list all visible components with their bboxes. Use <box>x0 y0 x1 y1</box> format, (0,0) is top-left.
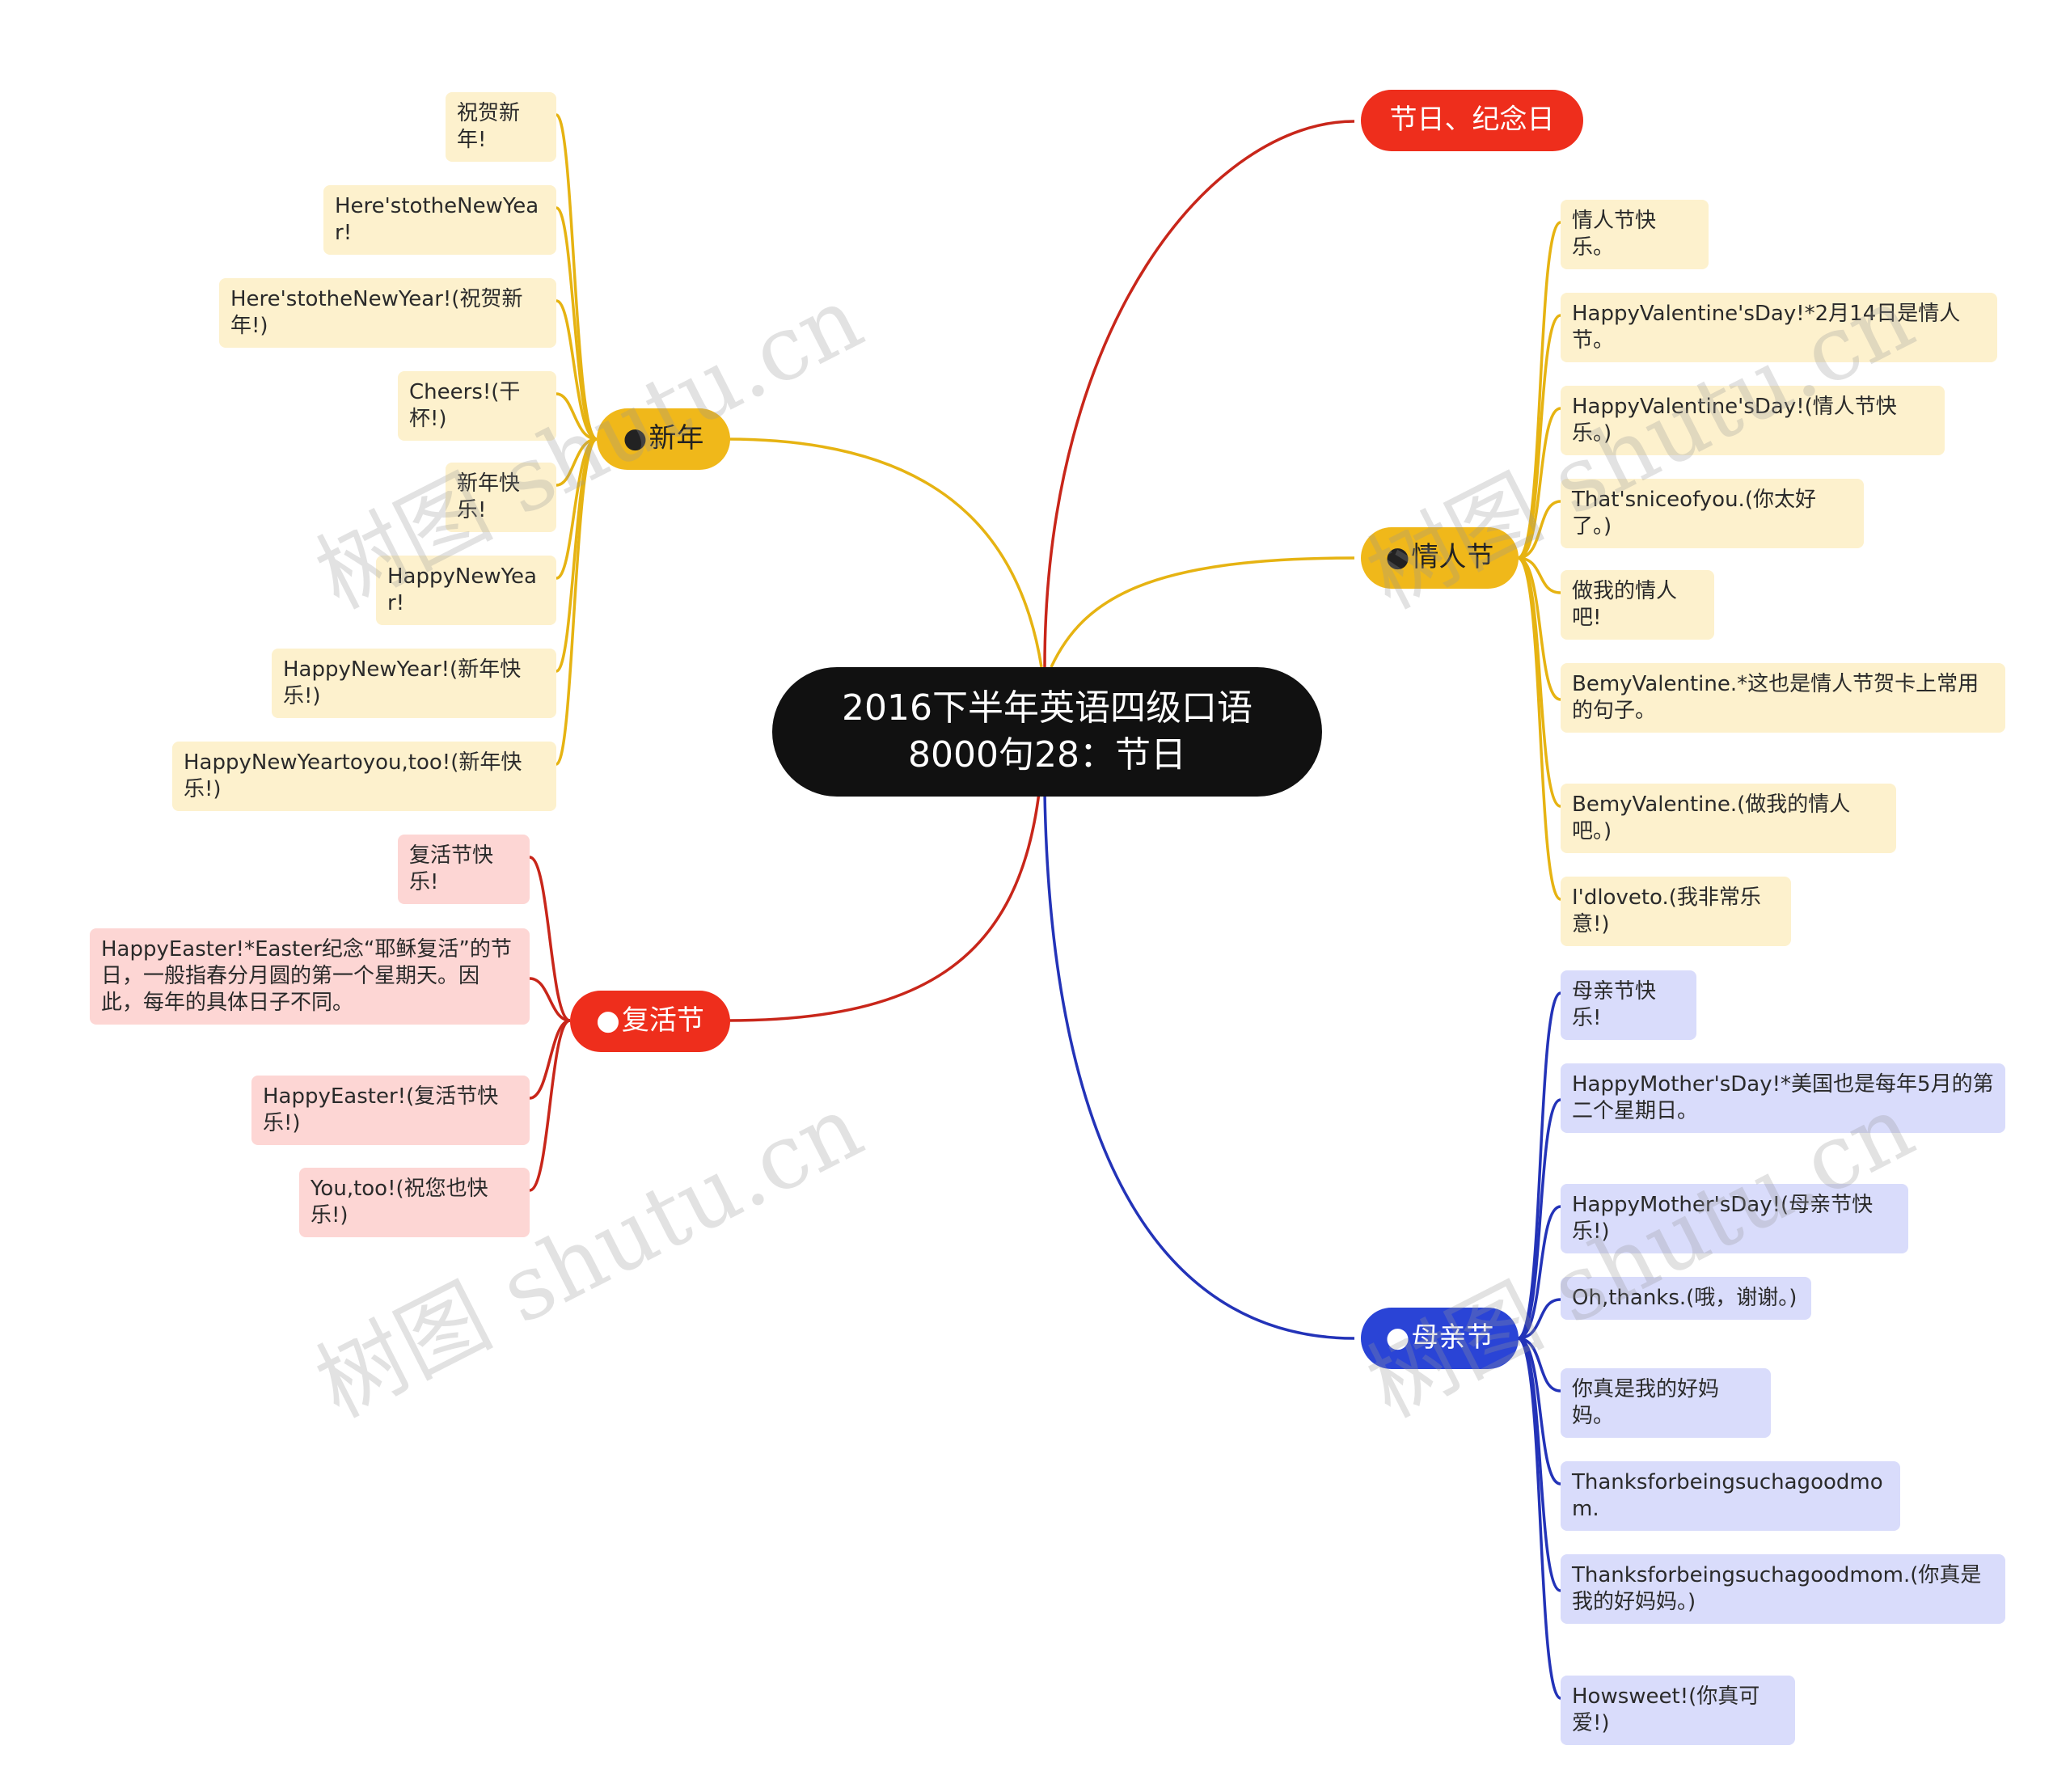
leaf-xinnian-1[interactable]: Here'stotheNewYear! <box>323 185 556 255</box>
central-topic-line2: 8000句28：节日 <box>908 734 1186 776</box>
leaf-muqinjie-2[interactable]: HappyMother'sDay!(母亲节快乐!) <box>1561 1184 1908 1253</box>
link-xinnian-7 <box>555 437 598 766</box>
leaf-fuhuojie-0[interactable]: 复活节快乐! <box>398 835 530 904</box>
link-muqinjie-4 <box>1517 1337 1561 1393</box>
branch-jieri[interactable]: 节日、纪念日 <box>1361 90 1583 151</box>
link-muqinjie-5 <box>1517 1337 1561 1486</box>
link-center-jieri <box>1043 120 1355 668</box>
link-qingrenjie-3 <box>1517 500 1561 560</box>
link-xinnian-5 <box>556 437 598 580</box>
leaf-qingrenjie-7[interactable]: I'dloveto.(我非常乐意!) <box>1561 877 1791 946</box>
leaf-qingrenjie-0[interactable]: 情人节快乐。 <box>1561 200 1709 269</box>
link-xinnian-3 <box>556 392 598 441</box>
leaf-qingrenjie-4[interactable]: 做我的情人吧! <box>1561 570 1714 640</box>
branch-fuhuojie-label: 复活节 <box>621 1004 704 1037</box>
link-muqinjie-7 <box>1517 1337 1561 1700</box>
leaf-xinnian-2[interactable]: Here'stotheNewYear!(祝贺新年!) <box>219 278 556 348</box>
leaf-xinnian-5[interactable]: HappyNewYear! <box>376 556 556 625</box>
link-fuhuojie-1 <box>529 977 571 1022</box>
branch-xinnian-label: 新年 <box>648 422 704 454</box>
leaf-xinnian-7[interactable]: HappyNewYeartoyou,too!(新年快乐!) <box>172 742 556 811</box>
leaf-muqinjie-0[interactable]: 母亲节快乐! <box>1561 970 1696 1040</box>
link-qingrenjie-4 <box>1517 556 1561 594</box>
link-center-muqinjie <box>1043 792 1355 1340</box>
branch-fuhuojie[interactable]: ●复活节 <box>570 991 730 1052</box>
link-qingrenjie-6 <box>1517 556 1561 808</box>
branch-qingrenjie-label: 情人节 <box>1411 541 1494 573</box>
leaf-xinnian-4[interactable]: 新年快乐! <box>446 463 556 532</box>
link-qingrenjie-5 <box>1517 556 1561 701</box>
leaf-qingrenjie-1[interactable]: HappyValentine'sDay!*2月14日是情人节。 <box>1561 293 1997 362</box>
link-qingrenjie-0 <box>1517 221 1561 560</box>
link-center-fuhuojie <box>727 792 1041 1022</box>
leaf-muqinjie-4[interactable]: 你真是我的好妈妈。 <box>1561 1368 1771 1438</box>
link-muqinjie-1 <box>1517 1098 1561 1340</box>
bullet-icon: ● <box>623 422 648 454</box>
leaf-muqinjie-3[interactable]: Oh,thanks.(哦，谢谢。) <box>1561 1277 1811 1320</box>
branch-qingrenjie[interactable]: ●情人节 <box>1361 527 1519 589</box>
leaf-muqinjie-7[interactable]: Howsweet!(你真可爱!) <box>1561 1676 1795 1745</box>
leaf-qingrenjie-5[interactable]: BemyValentine.*这也是情人节贺卡上常用的句子。 <box>1561 663 2005 733</box>
link-fuhuojie-2 <box>529 1019 571 1100</box>
leaf-xinnian-3[interactable]: Cheers!(干杯!) <box>398 371 556 441</box>
leaf-qingrenjie-3[interactable]: That'sniceofyou.(你太好了。) <box>1561 479 1864 548</box>
link-muqinjie-2 <box>1517 1205 1561 1340</box>
link-muqinjie-0 <box>1517 991 1561 1340</box>
leaf-muqinjie-1[interactable]: HappyMother'sDay!*美国也是每年5月的第二个星期日。 <box>1561 1063 2005 1133</box>
leaf-fuhuojie-1[interactable]: HappyEaster!*Easter纪念“耶稣复活”的节日，一般指春分月圆的第… <box>90 928 530 1025</box>
branch-xinnian[interactable]: ●新年 <box>597 408 730 470</box>
leaf-muqinjie-6[interactable]: Thanksforbeingsuchagoodmom.(你真是我的好妈妈。) <box>1561 1554 2005 1624</box>
central-topic[interactable]: 2016下半年英语四级口语 8000句28：节日 <box>772 667 1322 797</box>
branch-muqinjie[interactable]: ●母亲节 <box>1361 1308 1519 1369</box>
link-center-qingrenjie <box>1050 556 1355 668</box>
link-xinnian-2 <box>556 299 598 441</box>
link-qingrenjie-2 <box>1517 407 1561 560</box>
link-center-xinnian <box>727 437 1043 668</box>
leaf-xinnian-0[interactable]: 祝贺新年! <box>446 92 556 162</box>
leaf-muqinjie-5[interactable]: Thanksforbeingsuchagoodmom. <box>1561 1461 1900 1531</box>
link-fuhuojie-0 <box>529 856 571 1022</box>
leaf-xinnian-6[interactable]: HappyNewYear!(新年快乐!) <box>272 649 556 718</box>
link-fuhuojie-3 <box>529 1019 571 1192</box>
link-qingrenjie-1 <box>1517 314 1561 560</box>
bullet-icon: ● <box>1385 1321 1410 1354</box>
link-muqinjie-3 <box>1517 1298 1561 1340</box>
link-muqinjie-6 <box>1517 1337 1561 1592</box>
branch-muqinjie-label: 母亲节 <box>1411 1321 1494 1354</box>
leaf-qingrenjie-6[interactable]: BemyValentine.(做我的情人吧。) <box>1561 784 1896 853</box>
leaf-fuhuojie-2[interactable]: HappyEaster!(复活节快乐!) <box>251 1076 530 1145</box>
link-xinnian-4 <box>556 437 598 487</box>
branch-jieri-label: 节日、纪念日 <box>1389 104 1555 136</box>
bullet-icon: ● <box>596 1004 620 1037</box>
bullet-icon: ● <box>1385 541 1410 573</box>
link-qingrenjie-7 <box>1517 556 1561 901</box>
leaf-fuhuojie-3[interactable]: You,too!(祝您也快乐!) <box>299 1168 530 1237</box>
leaf-qingrenjie-2[interactable]: HappyValentine'sDay!(情人节快乐。) <box>1561 386 1945 455</box>
link-xinnian-1 <box>556 206 598 441</box>
central-topic-line1: 2016下半年英语四级口语 <box>842 687 1253 729</box>
